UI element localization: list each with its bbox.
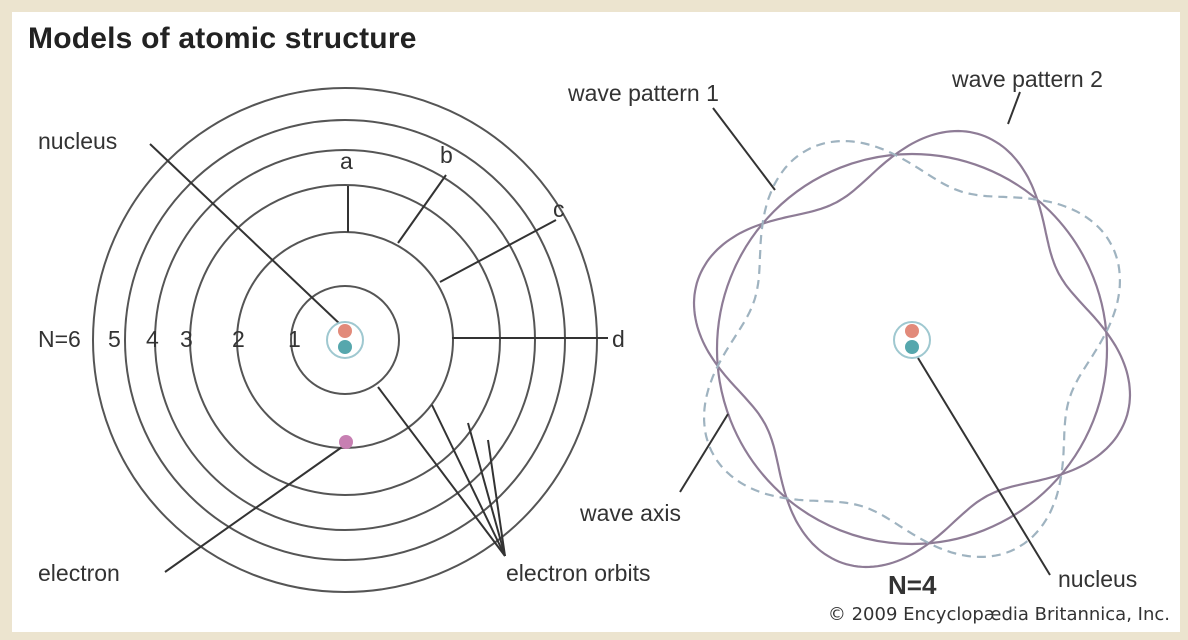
bohr-nucleus: [326, 321, 364, 359]
electron-icon: [339, 435, 353, 449]
label-c: c: [553, 196, 565, 222]
leader-c: [439, 219, 557, 283]
label-electron-orbits: electron orbits: [506, 560, 651, 586]
neutron-icon: [905, 340, 919, 354]
leader-wave-axis: [679, 413, 729, 493]
wave-nucleus: [893, 321, 931, 359]
wave-pattern-1-path: [692, 129, 1132, 569]
wave-axis-circle: [715, 152, 1109, 546]
neutron-icon: [338, 340, 352, 354]
label-electron: electron: [38, 560, 120, 586]
label-wave-pattern-2: wave pattern 2: [952, 66, 1103, 92]
orbit-4: [154, 149, 536, 531]
leader-orbit-3: [467, 422, 506, 557]
orbit-number-5: 5: [108, 326, 121, 352]
wave-leader-lines: [679, 91, 1051, 576]
wave-model: [692, 129, 1132, 569]
label-nucleus-bohr: nucleus: [38, 128, 118, 154]
leader-electron: [164, 446, 343, 573]
proton-icon: [338, 324, 352, 338]
orbit-6: [92, 87, 598, 593]
orbit-number-4: 4: [146, 326, 159, 352]
label-n-value: N=4: [888, 570, 937, 600]
leader-orbit-4: [487, 439, 506, 557]
label-wave-axis: wave axis: [580, 500, 681, 526]
leader-wave-pattern-1: [712, 107, 776, 191]
orbit-number-2: 2: [232, 326, 245, 352]
orbit-1: [290, 285, 400, 395]
leader-orbit-2: [431, 404, 506, 557]
label-nucleus-wave: nucleus: [1058, 566, 1138, 592]
orbit-3: [189, 184, 501, 496]
wave-pattern-2-path: [703, 140, 1121, 558]
copyright-credit: © 2009 Encyclopædia Britannica, Inc.: [827, 604, 1170, 625]
leader-orbit-1: [377, 386, 506, 557]
orbit-number-1: 1: [288, 326, 301, 352]
orbit-5: [124, 119, 566, 561]
proton-icon: [905, 324, 919, 338]
leader-wave-nucleus: [917, 357, 1051, 576]
orbit-number-6: N=6: [38, 326, 81, 352]
leader-wave-pattern-2: [1007, 91, 1021, 125]
bohr-leader-lines: [149, 143, 608, 573]
figure-title: Models of atomic structure: [28, 22, 417, 55]
orbit-number-3: 3: [180, 326, 193, 352]
leader-nucleus: [149, 143, 343, 327]
label-b: b: [440, 142, 453, 168]
label-wave-pattern-1: wave pattern 1: [568, 80, 719, 106]
label-d: d: [612, 326, 625, 352]
label-a: a: [340, 148, 353, 174]
leader-b: [397, 174, 447, 244]
